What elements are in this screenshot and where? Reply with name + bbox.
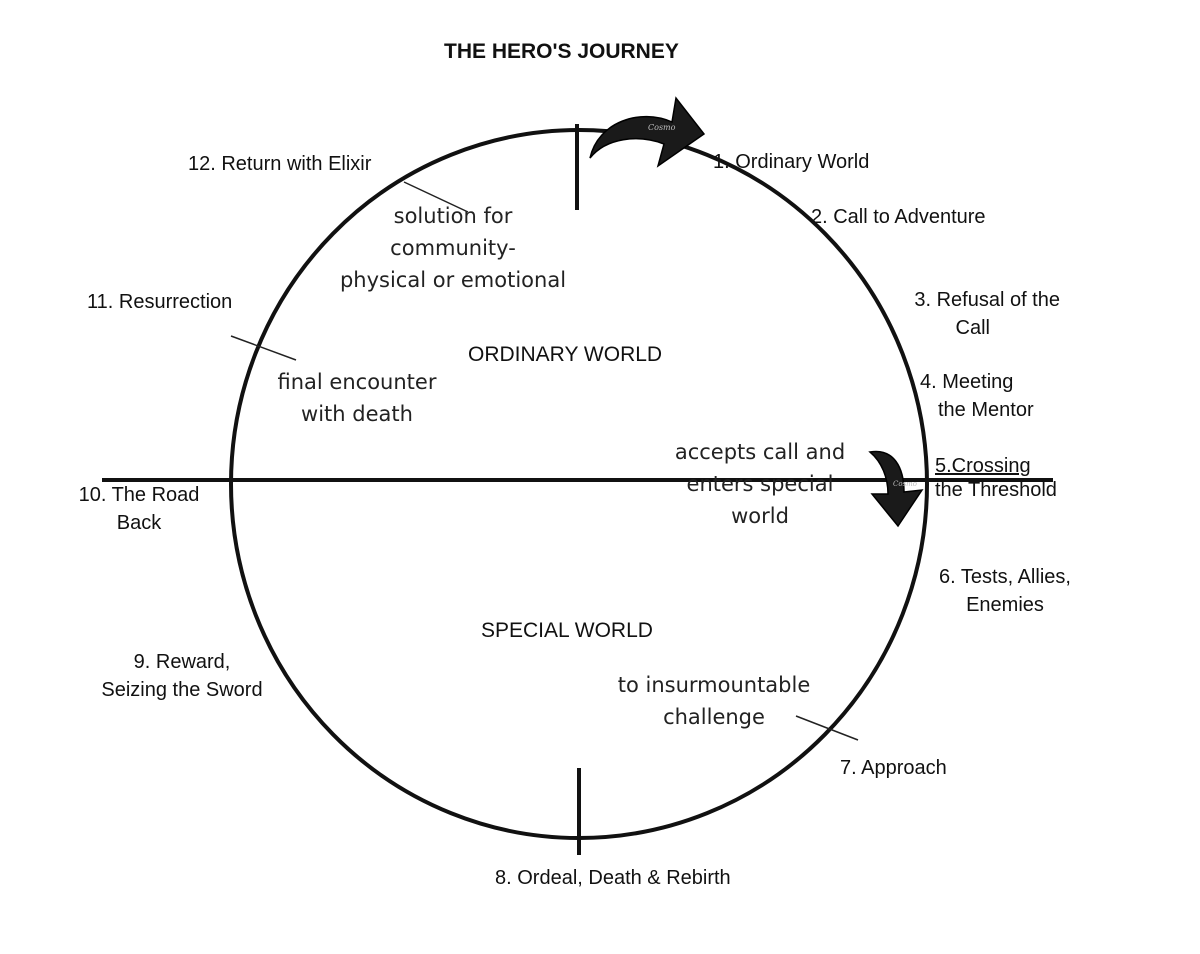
note-elixir-line1: solution for [393, 204, 513, 228]
region-special-world: SPECIAL WORLD [481, 619, 653, 642]
stage-8-label: 8. Ordeal, Death & Rebirth [495, 867, 731, 889]
elixir-leader-line [403, 181, 469, 213]
note-resurrection-line2: with death [301, 402, 413, 426]
note-threshold: accepts call and enters special world [660, 436, 860, 532]
stage-6-line2: Enemies [966, 594, 1044, 616]
approach-leader-line [795, 715, 859, 741]
stage-12-label: 12. Return with Elixir [188, 153, 372, 175]
note-resurrection: final encounter with death [262, 366, 452, 430]
stage-5-line1: 5.Crossing [935, 455, 1031, 477]
stage-11-label: 11. Resurrection [87, 291, 233, 313]
note-approach-line2: challenge [663, 705, 765, 729]
stage-6-line1: 6. Tests, Allies, [939, 566, 1071, 588]
stage-5-label: 5.Crossing the Threshold [935, 452, 1057, 504]
stage-5-line2: the Threshold [935, 479, 1057, 501]
stage-3-label: 3. Refusal of the Call [880, 286, 1060, 342]
note-elixir-line2: community- [390, 236, 516, 260]
diagram-title: THE HERO'S JOURNEY [444, 40, 679, 63]
region-ordinary-world: ORDINARY WORLD [468, 343, 663, 366]
stage-9-label: 9. Reward, Seizing the Sword [84, 648, 280, 704]
note-approach-line1: to insurmountable [617, 673, 811, 697]
note-threshold-line3: world [731, 504, 789, 528]
stage-4-label: 4. Meeting the Mentor [920, 368, 1034, 424]
stage-4-line2: the Mentor [938, 399, 1034, 421]
stage-10-line1: 10. The Road [78, 484, 200, 506]
threshold-direction-arrow-icon: Cosmo [868, 450, 924, 528]
stage-9-line2: Seizing the Sword [101, 679, 263, 701]
note-resurrection-line1: final encounter [277, 370, 437, 394]
stage-3-line1: 3. Refusal of the [914, 289, 1060, 311]
note-threshold-line2: enters special [686, 472, 834, 496]
resurrection-leader-line [230, 335, 297, 361]
stage-2-label: 2. Call to Adventure [811, 206, 986, 228]
stage-1-label: 1. Ordinary World [713, 151, 870, 173]
stage-10-line2: Back [116, 512, 162, 534]
note-approach: to insurmountable challenge [600, 669, 828, 733]
stage-4-line1: 4. Meeting [920, 371, 1014, 393]
note-threshold-line1: accepts call and [674, 440, 846, 464]
stage-7-label: 7. Approach [840, 757, 947, 779]
stage-3-line2: Call [955, 317, 990, 339]
note-elixir-line3: physical or emotional [339, 268, 567, 292]
note-elixir: solution for community- physical or emot… [322, 200, 584, 296]
right-arrow-mark: Cosmo [893, 480, 917, 488]
stage-9-line1: 9. Reward, [133, 651, 231, 673]
top-direction-arrow-icon: Cosmo [589, 96, 706, 168]
stage-10-label: 10. The Road Back [64, 481, 214, 537]
top-arrow-mark: Cosmo [648, 123, 676, 132]
stage-6-label: 6. Tests, Allies, Enemies [922, 563, 1088, 619]
